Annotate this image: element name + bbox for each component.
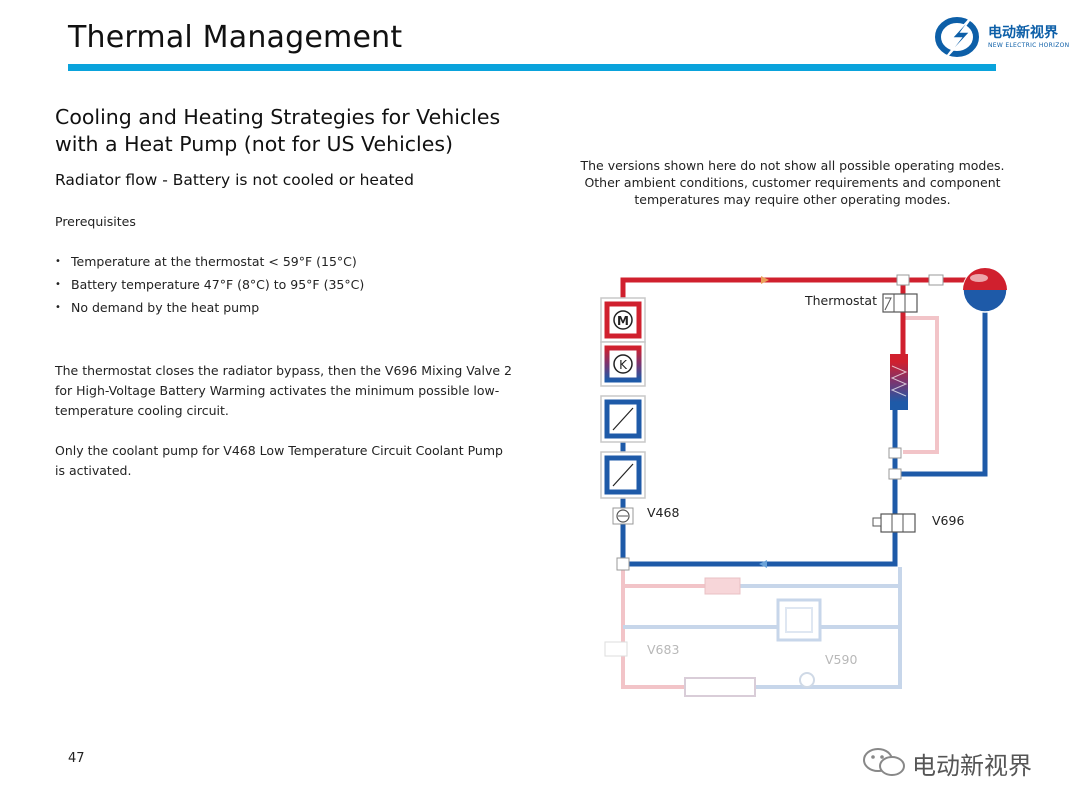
- note-line: Other ambient conditions, customer requi…: [584, 175, 1001, 190]
- electric-motor-component: M: [600, 297, 646, 343]
- converter-component: K: [600, 341, 646, 387]
- description-paragraph: Only the coolant pump for V468 Low Tempe…: [55, 443, 503, 478]
- expansion-tank: [962, 267, 1008, 313]
- active-circuit: [620, 277, 988, 567]
- converter-symbol: K: [619, 358, 628, 372]
- v590-label: V590: [825, 652, 857, 667]
- brand-logo: 电动新视界 NEW ELECTRIC HORIZON: [930, 10, 1075, 62]
- thermostat-label: Thermostat: [804, 293, 877, 308]
- lightning-globe-icon: [935, 13, 979, 61]
- v696-label: V696: [932, 513, 964, 528]
- list-item: Battery temperature 47°F (8°C) to 95°F (…: [55, 276, 364, 299]
- logo-text-cn: 电动新视界: [988, 25, 1058, 41]
- chat-bubble-icon: [863, 748, 905, 776]
- title-underline: [68, 64, 996, 71]
- thermostat-valve: [882, 293, 918, 313]
- v468-label: V468: [647, 505, 679, 520]
- prerequisites-list: Temperature at the thermostat < 59°F (15…: [55, 253, 364, 322]
- line-fitting: [896, 274, 910, 286]
- flow-arrow-icon: [759, 560, 767, 568]
- page-number: 47: [68, 751, 85, 766]
- section-subheading: Radiator flow - Battery is not cooled or…: [55, 171, 414, 189]
- description-paragraph: The thermostat closes the radiator bypas…: [55, 363, 512, 418]
- line-fitting: [888, 468, 902, 480]
- v696-mixing-valve: [872, 513, 916, 533]
- v683-label: V683: [647, 642, 679, 657]
- flow-arrow-icon: [761, 276, 769, 284]
- logo-text-en: NEW ELECTRIC HORIZON: [988, 42, 1070, 49]
- list-item: Temperature at the thermostat < 59°F (15…: [55, 253, 364, 276]
- v468-pump: [612, 507, 634, 525]
- line-fitting: [616, 557, 630, 571]
- coolant-circuit-diagram: M K: [600, 267, 1008, 697]
- motor-symbol: M: [617, 314, 629, 328]
- power-electronics-component: [600, 395, 646, 443]
- watermark: 电动新视界: [862, 744, 1062, 780]
- watermark-text: 电动新视界: [912, 752, 1032, 780]
- section-heading: Cooling and Heating Strategies for Vehic…: [55, 105, 501, 156]
- page-title: Thermal Management: [68, 20, 403, 55]
- list-item: No demand by the heat pump: [55, 299, 364, 322]
- prerequisites-label: Prerequisites: [55, 214, 136, 229]
- line-fitting: [928, 274, 944, 286]
- operating-modes-note: The versions shown here do not show all …: [575, 157, 1010, 208]
- note-line: temperatures may require other operating…: [634, 192, 951, 207]
- battery-heat-exchanger: [890, 354, 908, 410]
- inactive-components: [604, 577, 822, 697]
- note-line: The versions shown here do not show all …: [580, 158, 1005, 173]
- line-fitting: [888, 447, 902, 459]
- charger-component: [600, 451, 646, 499]
